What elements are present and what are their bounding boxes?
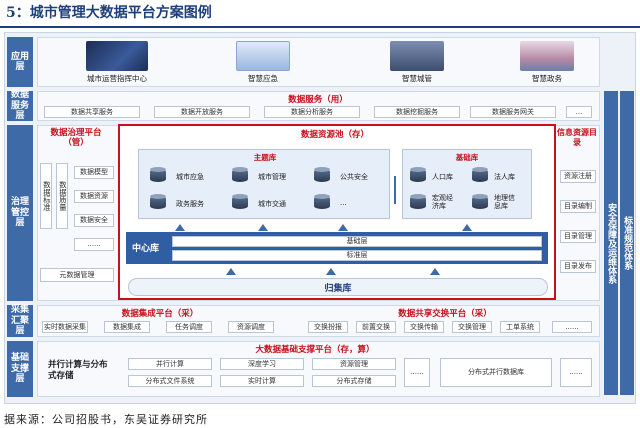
arrow-up-icon	[338, 224, 348, 231]
ds-item-0: 数据共享服务	[44, 106, 140, 118]
gov-affairs-image	[520, 41, 574, 71]
base-right-item: 分布式并行数据库	[440, 358, 552, 387]
base-grid-5: 分布式存储	[312, 375, 396, 387]
app-label-3: 智慧政务	[532, 74, 562, 83]
app-label-1: 智慧应急	[248, 74, 278, 83]
theme-item-4: 城市交通	[258, 200, 286, 208]
base-left-label: 并行计算与分布式存储	[48, 360, 108, 382]
gov-item-2: 数据安全	[74, 214, 114, 227]
app-label-0: 城市运营指挥中心	[87, 74, 147, 83]
base-item-2: 宏观经济库	[432, 194, 453, 211]
database-icon	[472, 167, 488, 182]
collect-right-item-3: 交换管理	[452, 321, 492, 333]
ds-item-2: 数据分析服务	[264, 106, 360, 118]
source-note: 据来源：公司招股书，东吴证券研究所	[4, 413, 208, 426]
collect-right-item-1: 前置交换	[356, 321, 396, 333]
catalog-item-1: 目录编制	[560, 200, 596, 213]
collect-left-header: 数据集成平台（采）	[121, 309, 199, 319]
database-icon	[314, 194, 330, 209]
theme-library-panel	[138, 149, 390, 219]
city-management-image	[390, 41, 444, 71]
ds-item-5: ...	[566, 106, 592, 118]
layer-label-base: 基础支撑层	[7, 341, 33, 397]
layer-label-app: 应用层	[7, 37, 33, 87]
center-layer-1: 标准层	[172, 250, 542, 261]
collect-right-header: 数据共享交换平台（采）	[398, 309, 492, 319]
collect-left-item-2: 任务调度	[166, 321, 212, 333]
layer-label-data-service: 数据服务层	[7, 90, 33, 121]
catalog-item-3: 目录发布	[560, 260, 596, 273]
ds-item-4: 数据服务网关	[470, 106, 556, 118]
theme-item-2: 公共安全	[340, 173, 368, 181]
ds-item-1: 数据开放服务	[154, 106, 250, 118]
ds-item-3: 数据挖掘服务	[374, 106, 460, 118]
database-icon	[410, 167, 426, 182]
arrow-up-icon	[175, 224, 185, 231]
emergency-image	[236, 41, 290, 71]
theme-item-0: 城市应急	[176, 173, 204, 181]
collect-right-item-5: ......	[552, 321, 592, 333]
base-grid-2: 资源管理	[312, 358, 396, 370]
collect-left-item-3: 资源调度	[228, 321, 274, 333]
security-ops-bar: 安全保障及运维体系	[604, 91, 618, 395]
base-grid-3: 分布式文件系统	[128, 375, 212, 387]
theme-item-5: ...	[340, 199, 347, 207]
collect-right-item-2: 交换传输	[404, 321, 444, 333]
resource-pool-header: 数据资源池（存）	[300, 130, 369, 140]
layer-label-collect: 采集汇聚层	[7, 305, 33, 337]
collect-right-item-4: 工单系统	[500, 321, 540, 333]
gov-vertical-quality: 数据质量	[56, 163, 68, 229]
center-library-label: 中心库	[132, 244, 160, 254]
library-connector	[394, 176, 396, 204]
base-grid-4: 实时计算	[220, 375, 304, 387]
base-item-1: 法人库	[494, 173, 515, 181]
database-icon	[150, 194, 166, 209]
database-icon	[314, 167, 330, 182]
database-icon	[232, 167, 248, 182]
catalog-item-2: 目录管理	[560, 230, 596, 243]
collect-left-item-0: 实时数据采集	[42, 321, 88, 333]
arrow-up-icon	[326, 268, 336, 275]
title-divider	[0, 26, 640, 28]
governance-platform-header: 数据治理平台（管）	[50, 128, 102, 149]
arrow-up-icon	[430, 268, 440, 275]
city-ops-image	[86, 41, 148, 71]
database-icon	[472, 194, 488, 209]
gov-item-0: 数据模型	[74, 166, 114, 179]
page-title: 5：城市管理大数据平台方案图例	[6, 5, 212, 21]
standards-bar: 标准规范体系	[620, 91, 634, 395]
layer-label-governance: 治理管控层	[7, 125, 33, 301]
database-icon	[410, 194, 426, 209]
base-right-dots: ......	[560, 358, 592, 387]
base-item-0: 人口库	[432, 173, 453, 181]
database-icon	[232, 194, 248, 209]
gov-item-3: ......	[74, 238, 114, 251]
arrow-up-icon	[462, 224, 472, 231]
collect-right-item-0: 交换扮报	[308, 321, 348, 333]
data-service-header: 数据服务（用）	[288, 95, 348, 105]
arrow-up-icon	[258, 224, 268, 231]
catalog-header: 信息资源目录	[557, 128, 597, 147]
gov-item-1: 数据资源	[74, 190, 114, 203]
database-icon	[150, 167, 166, 182]
base-dots: ......	[404, 358, 430, 387]
theme-item-3: 政务服务	[176, 200, 204, 208]
theme-item-1: 城市管理	[258, 173, 286, 181]
arrow-up-icon	[226, 268, 236, 275]
base-item-3: 地理信息库	[494, 194, 515, 211]
base-header: 大数据基础支撑平台（存，算）	[255, 345, 375, 355]
theme-library-header: 主题库	[253, 153, 277, 162]
catalog-item-0: 资源注册	[560, 170, 596, 183]
app-label-2: 智慧城管	[402, 74, 432, 83]
gov-meta: 元数据管理	[40, 268, 114, 282]
center-layer-0: 基础层	[172, 236, 542, 247]
base-grid-0: 并行计算	[128, 358, 212, 370]
archive-library: 归集库	[128, 278, 548, 296]
base-grid-1: 深度学习	[220, 358, 304, 370]
gov-vertical-standard: 数据标准	[40, 163, 52, 229]
base-library-header: 基础库	[455, 153, 479, 162]
collect-left-item-1: 数据集成	[104, 321, 150, 333]
